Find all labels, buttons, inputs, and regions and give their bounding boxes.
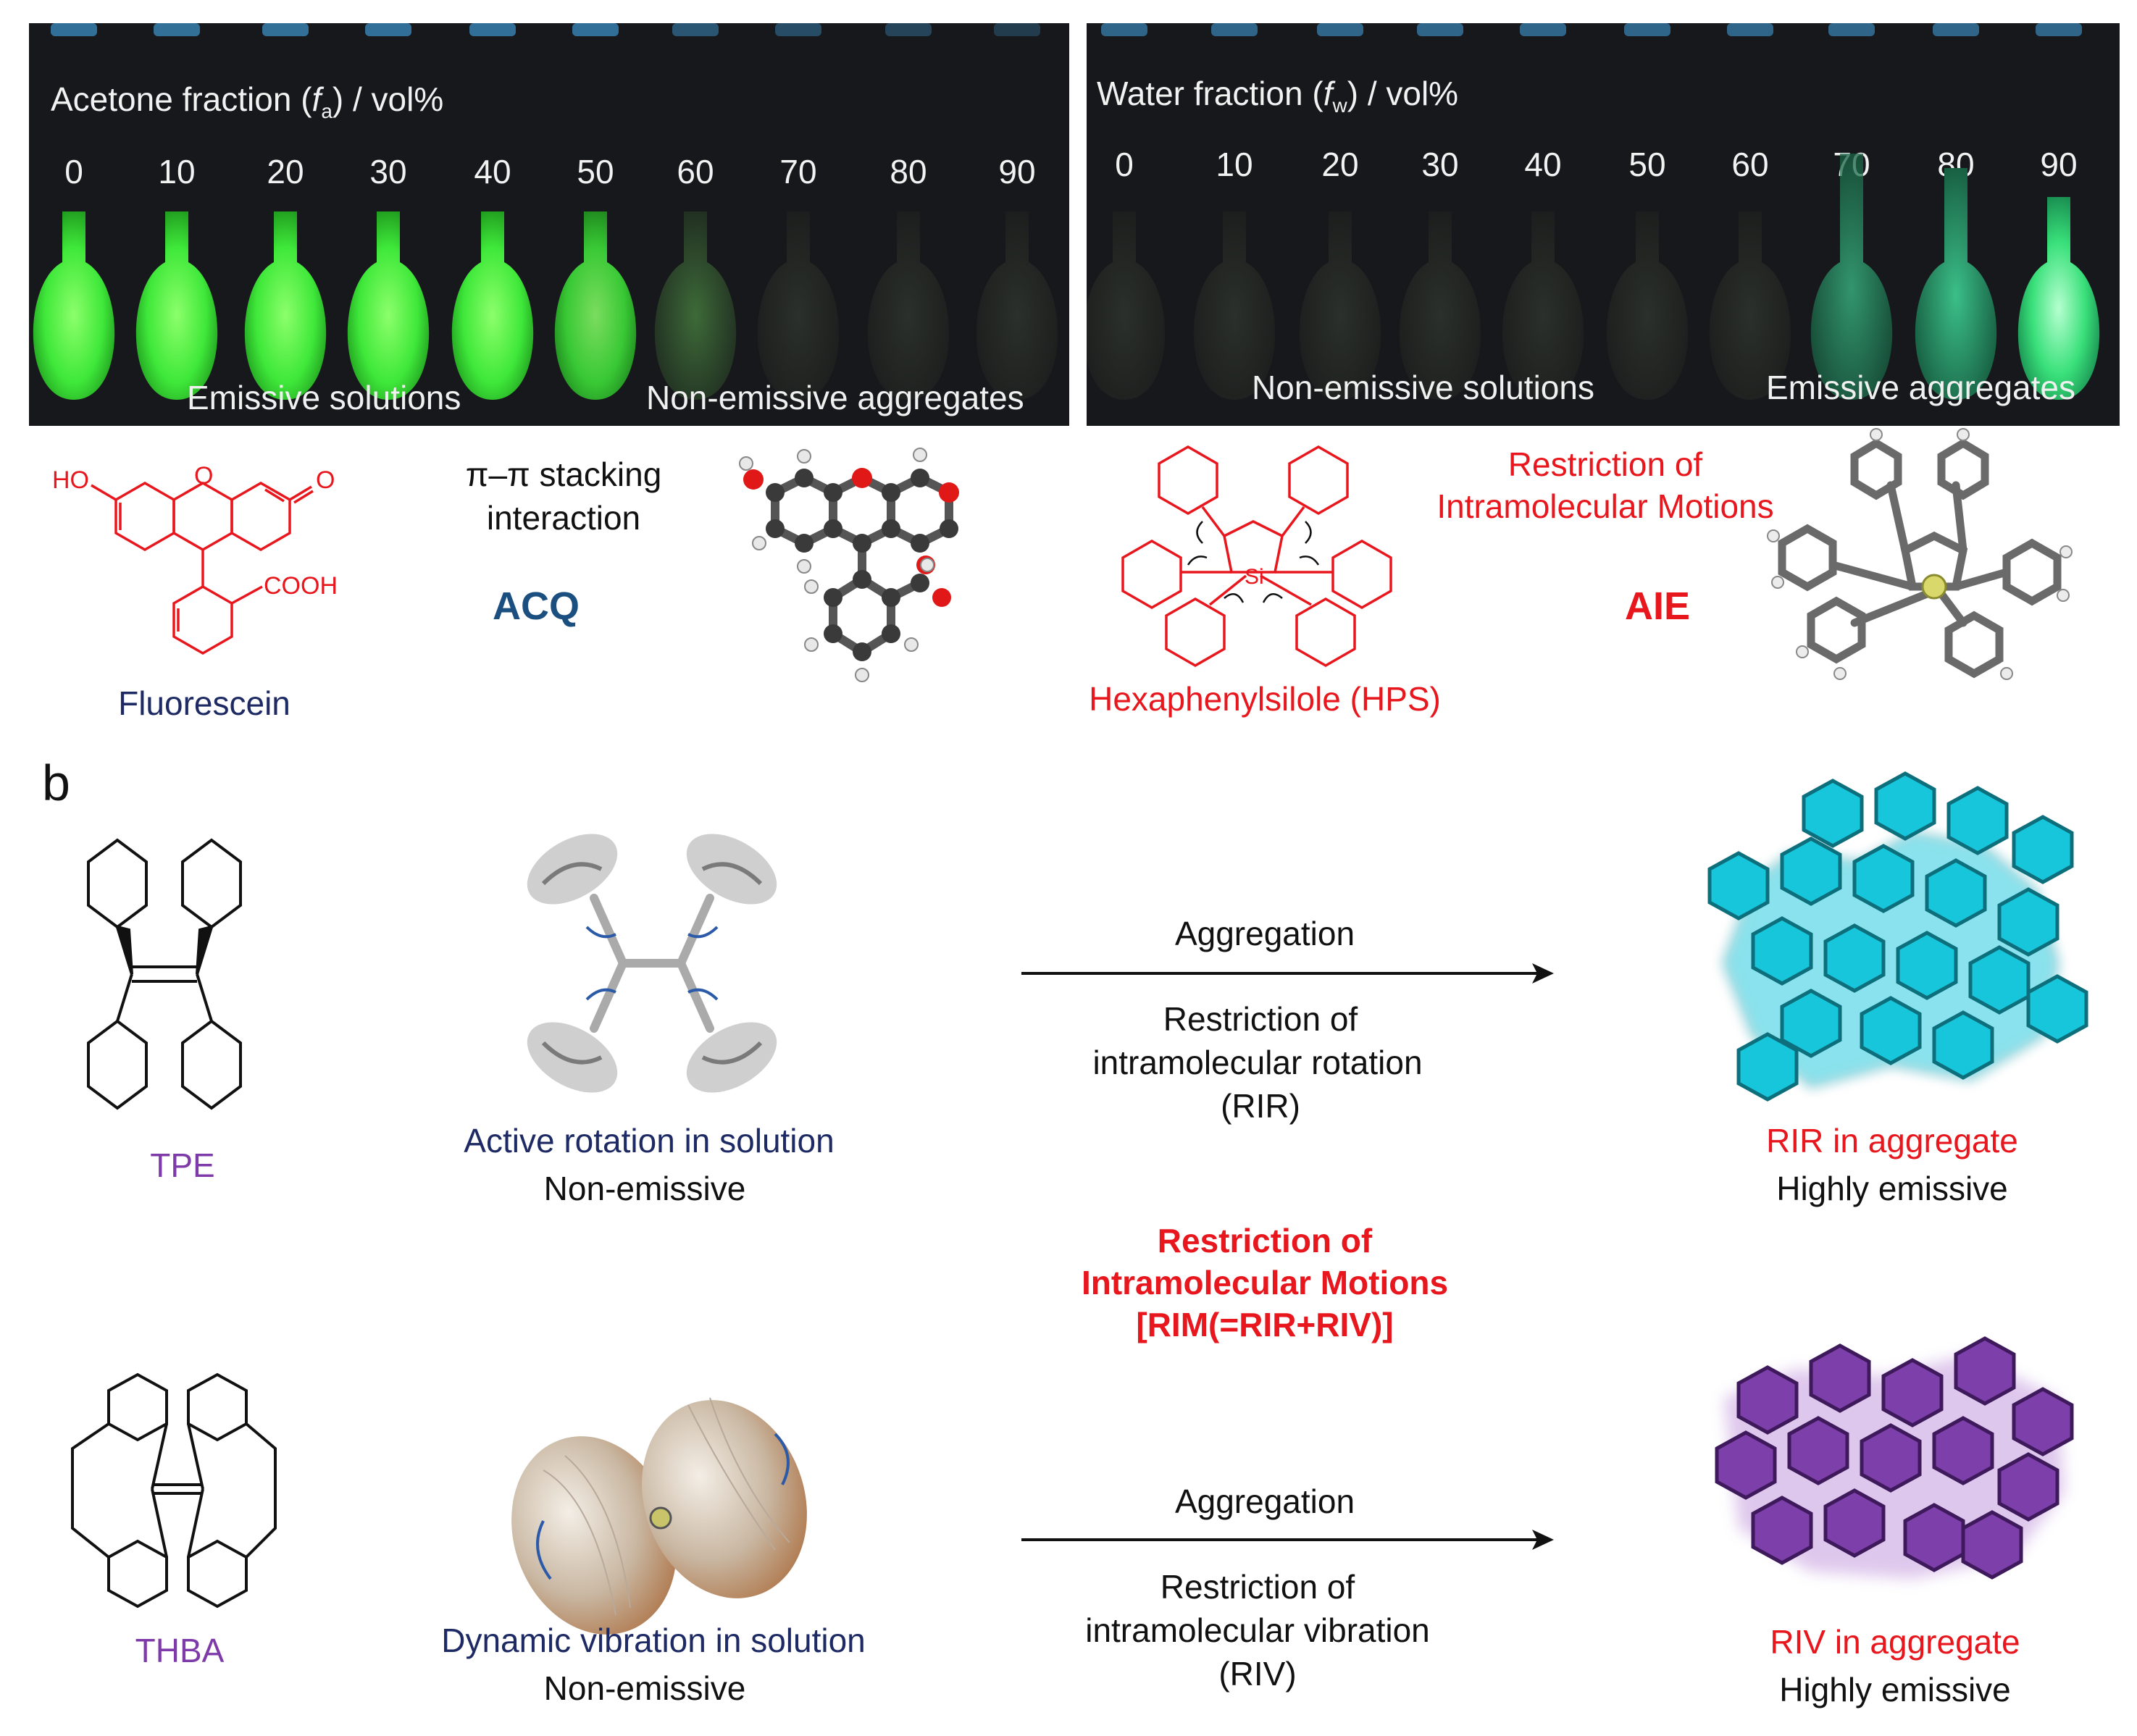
fluorescein-name: Fluorescein <box>118 684 290 722</box>
acetone-fraction-title: Acetone fraction (fa) / vol% <box>51 80 444 123</box>
fraction-label: 90 <box>998 153 1036 190</box>
fraction-label: 50 <box>577 153 614 190</box>
tpe-structure <box>87 838 242 1110</box>
rim-center-line2: Intramolecular Motions <box>1081 1264 1449 1301</box>
fraction-label: 0 <box>1115 146 1134 183</box>
fraction-label: 30 <box>1421 146 1459 183</box>
riv-line3: (RIV) <box>1218 1655 1297 1693</box>
thba-vibration-illustration <box>511 1397 807 1635</box>
water-flasks <box>1087 23 2100 400</box>
rim-center-line3: [RIM(=RIR+RIV)] <box>1136 1306 1394 1343</box>
thba-state-line1: Dynamic vibration in solution <box>441 1622 866 1659</box>
pi-pi-stacking-label: π–π stacking <box>465 456 662 493</box>
rir-arrow-aggregation: Aggregation <box>1174 915 1355 952</box>
fluorescein-cooh-label: COOH <box>264 572 338 600</box>
tpe-state-line1: Active rotation in solution <box>464 1122 835 1160</box>
fraction-label: 80 <box>890 153 927 190</box>
hps-name: Hexaphenylsilole (HPS) <box>1089 680 1441 718</box>
fluorescein-o-ring: O <box>194 462 214 490</box>
fraction-label: 40 <box>1524 146 1562 183</box>
non-emissive-solutions-caption: Non-emissive solutions <box>1252 369 1594 406</box>
panel-b-label: b <box>42 755 70 811</box>
fluorescein-ho-label: HO <box>52 466 89 494</box>
water-fraction-photo: Water fraction (fw) / vol% 0 10 20 30 40… <box>1087 23 2120 426</box>
rir-line1: Restriction of <box>1163 1000 1358 1038</box>
thba-name: THBA <box>135 1632 225 1669</box>
fraction-label: 30 <box>369 153 407 190</box>
thba-structure <box>71 1372 277 1609</box>
fraction-label: 40 <box>474 153 511 190</box>
water-fraction-title: Water fraction (fw) / vol% <box>1097 75 1459 117</box>
tpe-name: TPE <box>150 1146 215 1184</box>
riv-line1: Restriction of <box>1160 1568 1355 1606</box>
rir-line3: (RIR) <box>1221 1087 1300 1125</box>
non-emissive-aggregates-caption: Non-emissive aggregates <box>646 379 1024 416</box>
fraction-label: 0 <box>64 153 83 190</box>
riv-aggregation-arrow <box>1021 1530 1554 1550</box>
aie-rim-line2: Intramolecular Motions <box>1436 487 1774 525</box>
fraction-label: 50 <box>1628 146 1666 183</box>
rir-result-line1: RIR in aggregate <box>1766 1122 2018 1160</box>
acetone-flasks <box>33 23 1058 400</box>
fraction-label: 20 <box>1321 146 1359 183</box>
thba-state-line2: Non-emissive <box>543 1669 746 1707</box>
tpe-state-line2: Non-emissive <box>543 1170 746 1207</box>
fraction-label: 60 <box>677 153 714 190</box>
riv-result-line2: Highly emissive <box>1779 1671 2011 1708</box>
acq-label: ACQ <box>493 584 580 628</box>
acetone-fraction-photo: Acetone fraction (fa) / vol% 0 10 20 30 … <box>29 23 1069 426</box>
riv-result-line1: RIV in aggregate <box>1770 1623 2020 1661</box>
riv-aggregate-illustration <box>1715 1336 2074 1580</box>
rir-aggregation-arrow <box>1021 963 1554 984</box>
rir-line2: intramolecular rotation <box>1092 1044 1423 1081</box>
emissive-aggregates-caption: Emissive aggregates <box>1766 369 2075 406</box>
hps-structure <box>1121 445 1392 668</box>
hps-si-label: Si <box>1245 565 1264 589</box>
hps-3d-model <box>1767 428 2073 680</box>
fraction-label: 10 <box>1216 146 1253 183</box>
fluorescein-structure <box>91 481 314 655</box>
tpe-rotation-illustration <box>527 834 777 1093</box>
aie-rim-line1: Restriction of <box>1507 445 1703 483</box>
riv-arrow-aggregation: Aggregation <box>1174 1483 1355 1520</box>
aie-label: AIE <box>1624 584 1691 628</box>
fluorescein-3d-model <box>739 448 959 682</box>
fraction-label: 10 <box>158 153 196 190</box>
rim-center-line1: Restriction of <box>1157 1222 1373 1259</box>
fraction-label: 90 <box>2040 146 2078 183</box>
fraction-label: 20 <box>267 153 304 190</box>
rir-aggregate-illustration <box>1707 771 2088 1102</box>
rir-result-line2: Highly emissive <box>1776 1170 2008 1207</box>
riv-line2: intramolecular vibration <box>1085 1611 1430 1649</box>
fraction-label: 60 <box>1731 146 1769 183</box>
fraction-label: 70 <box>779 153 817 190</box>
pi-pi-interaction-label: interaction <box>486 499 641 537</box>
fluorescein-o-keto: O <box>316 466 335 494</box>
emissive-solutions-caption: Emissive solutions <box>187 379 461 416</box>
